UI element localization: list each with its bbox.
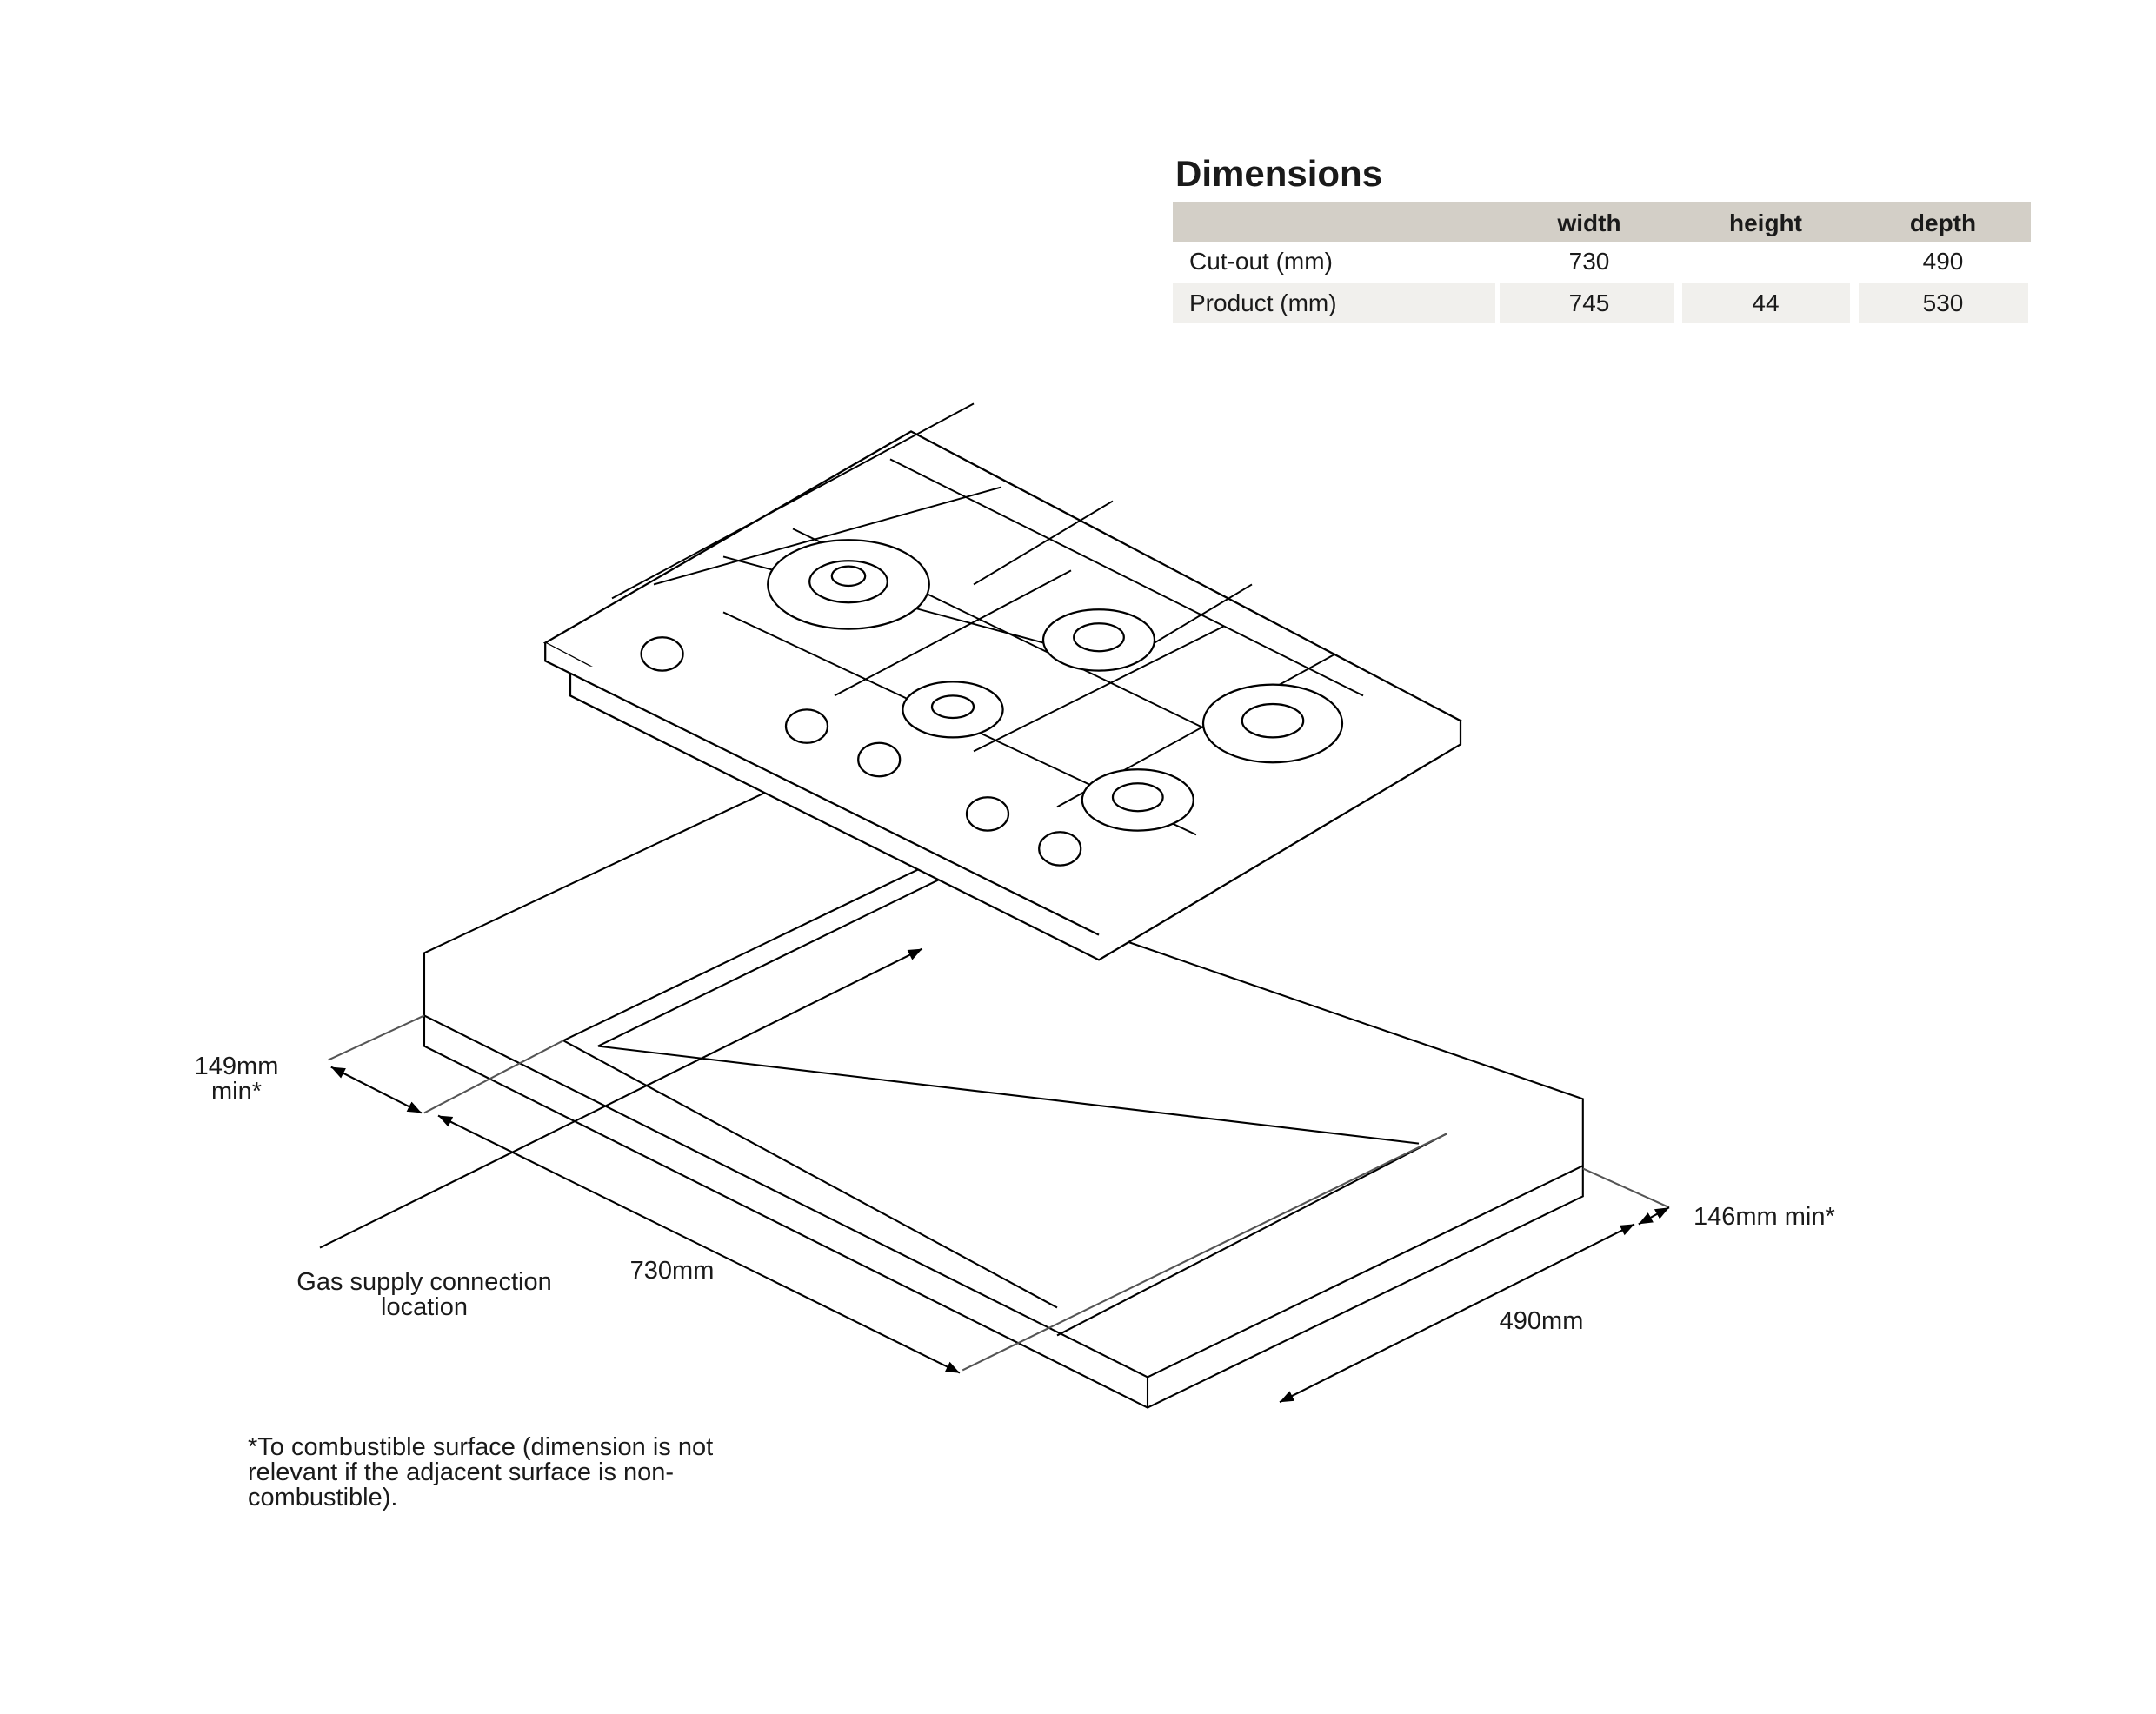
dimension-lines <box>319 947 1670 1404</box>
footnote-line: combustible). <box>248 1484 398 1511</box>
table-row: Product (mm) 745 44 530 <box>1173 283 2031 325</box>
footnote-line: relevant if the adjacent surface is non- <box>248 1458 675 1486</box>
footnote-line: *To combustible surface (dimension is no… <box>248 1433 714 1461</box>
control-knob-icon <box>640 636 1082 867</box>
cutout-width: 730 <box>1568 248 1610 275</box>
row-label: Cut-out (mm) <box>1189 248 1333 275</box>
cutout-depth: 490 <box>1922 248 1964 275</box>
cell-bg <box>1859 283 2028 323</box>
cell-bg <box>1682 283 1850 323</box>
cutout-width-label: 730mm <box>629 1257 715 1285</box>
gas-supply-label-line2: location <box>381 1293 468 1321</box>
dimensions-table: width height depth Cut-out (mm) 730 490 … <box>1173 202 2031 325</box>
column-header-depth: depth <box>1909 209 1977 236</box>
column-header-height: height <box>1729 209 1802 236</box>
left-clearance-label-line2: min* <box>210 1078 263 1106</box>
table-header: width height depth <box>1173 202 2031 242</box>
cell-bg <box>1500 283 1674 323</box>
gas-cooktop <box>542 402 1463 961</box>
product-height: 44 <box>1752 289 1780 316</box>
cell-bg <box>1173 283 1495 323</box>
product-depth: 530 <box>1922 289 1964 316</box>
gas-supply-label: Gas supply connection <box>296 1268 552 1296</box>
burner-icon <box>767 539 1344 832</box>
dimensions-title: Dimensions <box>1175 153 1383 194</box>
product-width: 745 <box>1568 289 1610 316</box>
column-header-width: width <box>1557 209 1621 236</box>
left-clearance-label: 149mm <box>194 1053 279 1080</box>
row-label: Product (mm) <box>1189 289 1337 316</box>
right-clearance-label: 146mm min* <box>1694 1203 1835 1231</box>
table-row: Cut-out (mm) 730 490 <box>1173 242 2031 283</box>
cutout-depth-label: 490mm <box>1499 1307 1584 1335</box>
